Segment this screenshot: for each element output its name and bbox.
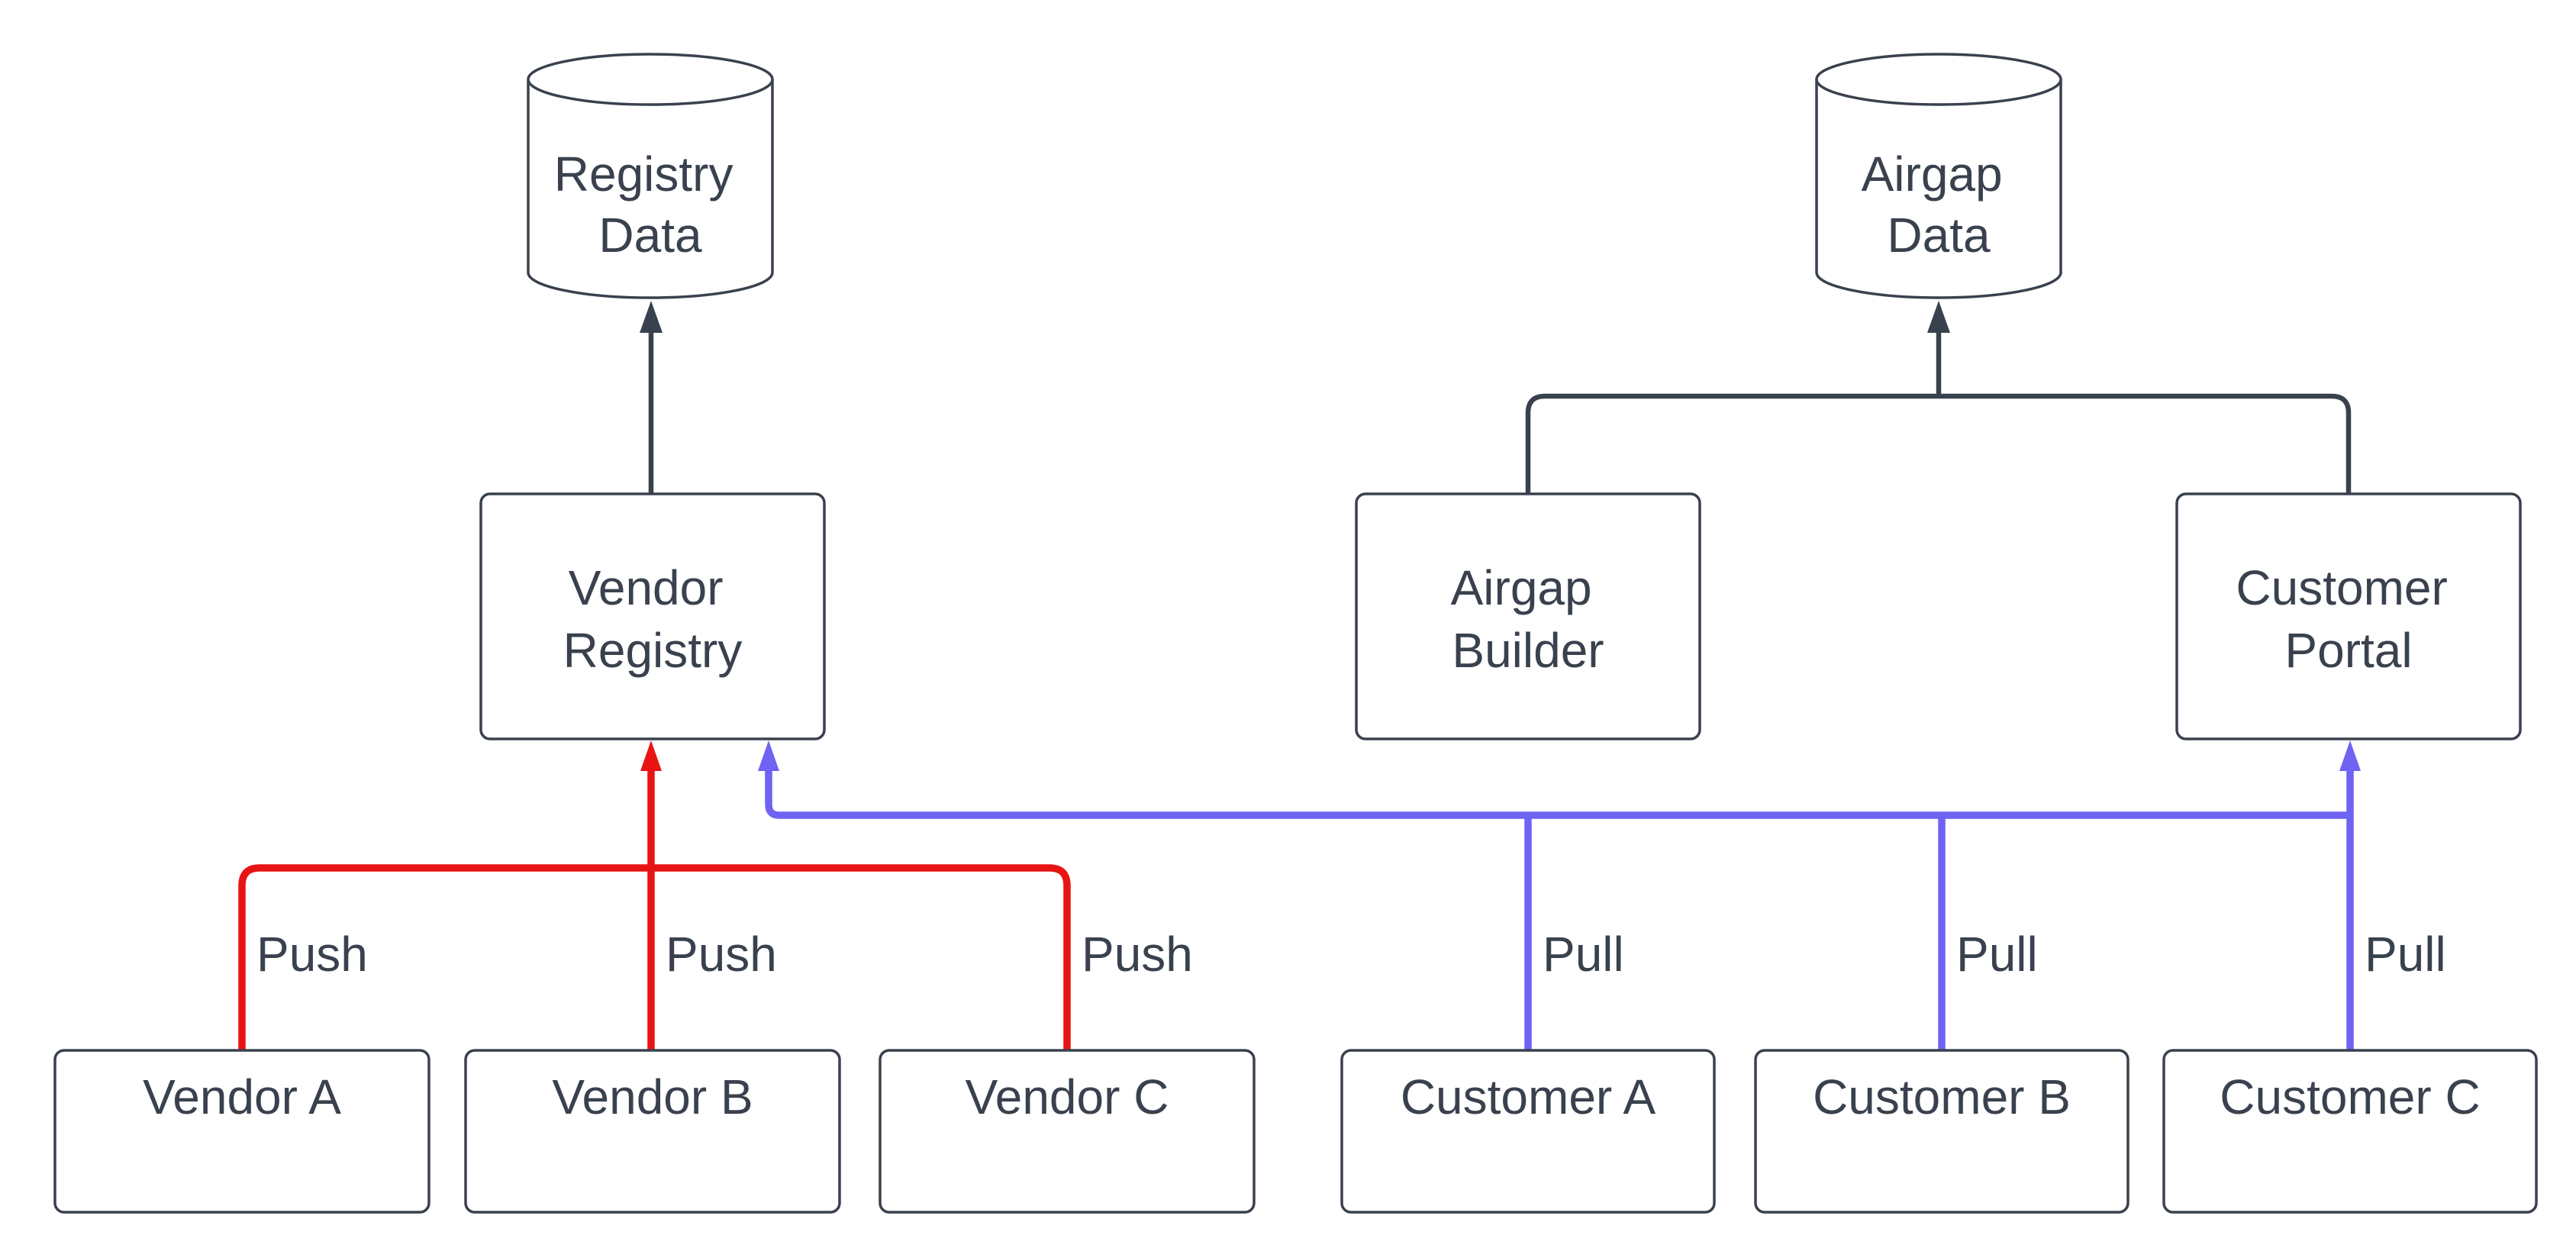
node-vendor-c: Vendor C bbox=[879, 1049, 1256, 1214]
node-vendor-registry: Vendor Registry bbox=[479, 492, 826, 740]
node-airgap-builder: Airgap Builder bbox=[1355, 492, 1701, 740]
arrowhead-pull-customer-portal-icon bbox=[2339, 740, 2361, 771]
node-customer-c: Customer C bbox=[2162, 1049, 2538, 1214]
airgap-data-label: Airgap Data bbox=[1862, 147, 2017, 263]
pull-label-customer-a: Pull bbox=[1543, 927, 1624, 982]
arrowhead-registry-data-icon bbox=[640, 301, 663, 333]
node-customer-portal: Customer Portal bbox=[2175, 492, 2522, 740]
node-registry-data: Registry Data bbox=[527, 53, 774, 299]
vendor-a-box bbox=[53, 1049, 430, 1214]
customer-a-label: Customer A bbox=[1401, 1069, 1656, 1124]
customer-a-box bbox=[1340, 1049, 1716, 1214]
edge-labels: Push Push Push Pull Pull Pull bbox=[256, 927, 2446, 982]
customer-portal-box bbox=[2175, 492, 2522, 740]
arrowhead-push-icon bbox=[640, 740, 662, 771]
customer-c-box bbox=[2162, 1049, 2538, 1214]
airgap-builder-box bbox=[1355, 492, 1701, 740]
edge-group-push bbox=[238, 740, 1071, 1050]
edge-group-dark bbox=[640, 301, 2352, 494]
customer-portal-label: Customer Portal bbox=[2236, 560, 2461, 678]
airgap-builder-label: Airgap Builder bbox=[1451, 560, 1606, 678]
node-vendor-b: Vendor B bbox=[464, 1049, 841, 1214]
vendor-c-label: Vendor C bbox=[966, 1069, 1169, 1124]
registry-data-cylinder-top bbox=[527, 53, 774, 106]
push-label-vendor-a: Push bbox=[256, 927, 368, 982]
vendor-b-label: Vendor B bbox=[552, 1069, 753, 1124]
airgap-data-cylinder-top bbox=[1815, 53, 2062, 106]
vendor-a-label: Vendor A bbox=[143, 1069, 341, 1124]
registry-data-label: Registry Data bbox=[554, 147, 747, 263]
node-customer-a: Customer A bbox=[1340, 1049, 1716, 1214]
edge-pull-bus bbox=[765, 767, 2350, 819]
vendor-registry-box bbox=[479, 492, 826, 740]
arrowhead-pull-vendor-registry-icon bbox=[758, 740, 779, 771]
vendor-b-box bbox=[464, 1049, 841, 1214]
node-airgap-data: Airgap Data bbox=[1815, 53, 2062, 299]
push-label-vendor-c: Push bbox=[1082, 927, 1193, 982]
node-vendor-a: Vendor A bbox=[53, 1049, 430, 1214]
customer-b-label: Customer B bbox=[1813, 1069, 2071, 1124]
node-customer-b: Customer B bbox=[1754, 1049, 2129, 1214]
vendor-c-box bbox=[879, 1049, 1256, 1214]
registry-data-cylinder-body bbox=[527, 79, 774, 299]
arrowhead-airgap-data-icon bbox=[1927, 301, 1950, 333]
pull-label-customer-b: Pull bbox=[1956, 927, 2038, 982]
customer-c-label: Customer C bbox=[2220, 1069, 2480, 1124]
customer-b-box bbox=[1754, 1049, 2129, 1214]
airgap-data-cylinder-body bbox=[1815, 79, 2062, 299]
vendor-registry-label: Vendor Registry bbox=[563, 560, 743, 678]
edge-group-pull bbox=[758, 740, 2361, 1050]
push-label-vendor-b: Push bbox=[666, 927, 777, 982]
pull-label-customer-c: Pull bbox=[2365, 927, 2446, 982]
